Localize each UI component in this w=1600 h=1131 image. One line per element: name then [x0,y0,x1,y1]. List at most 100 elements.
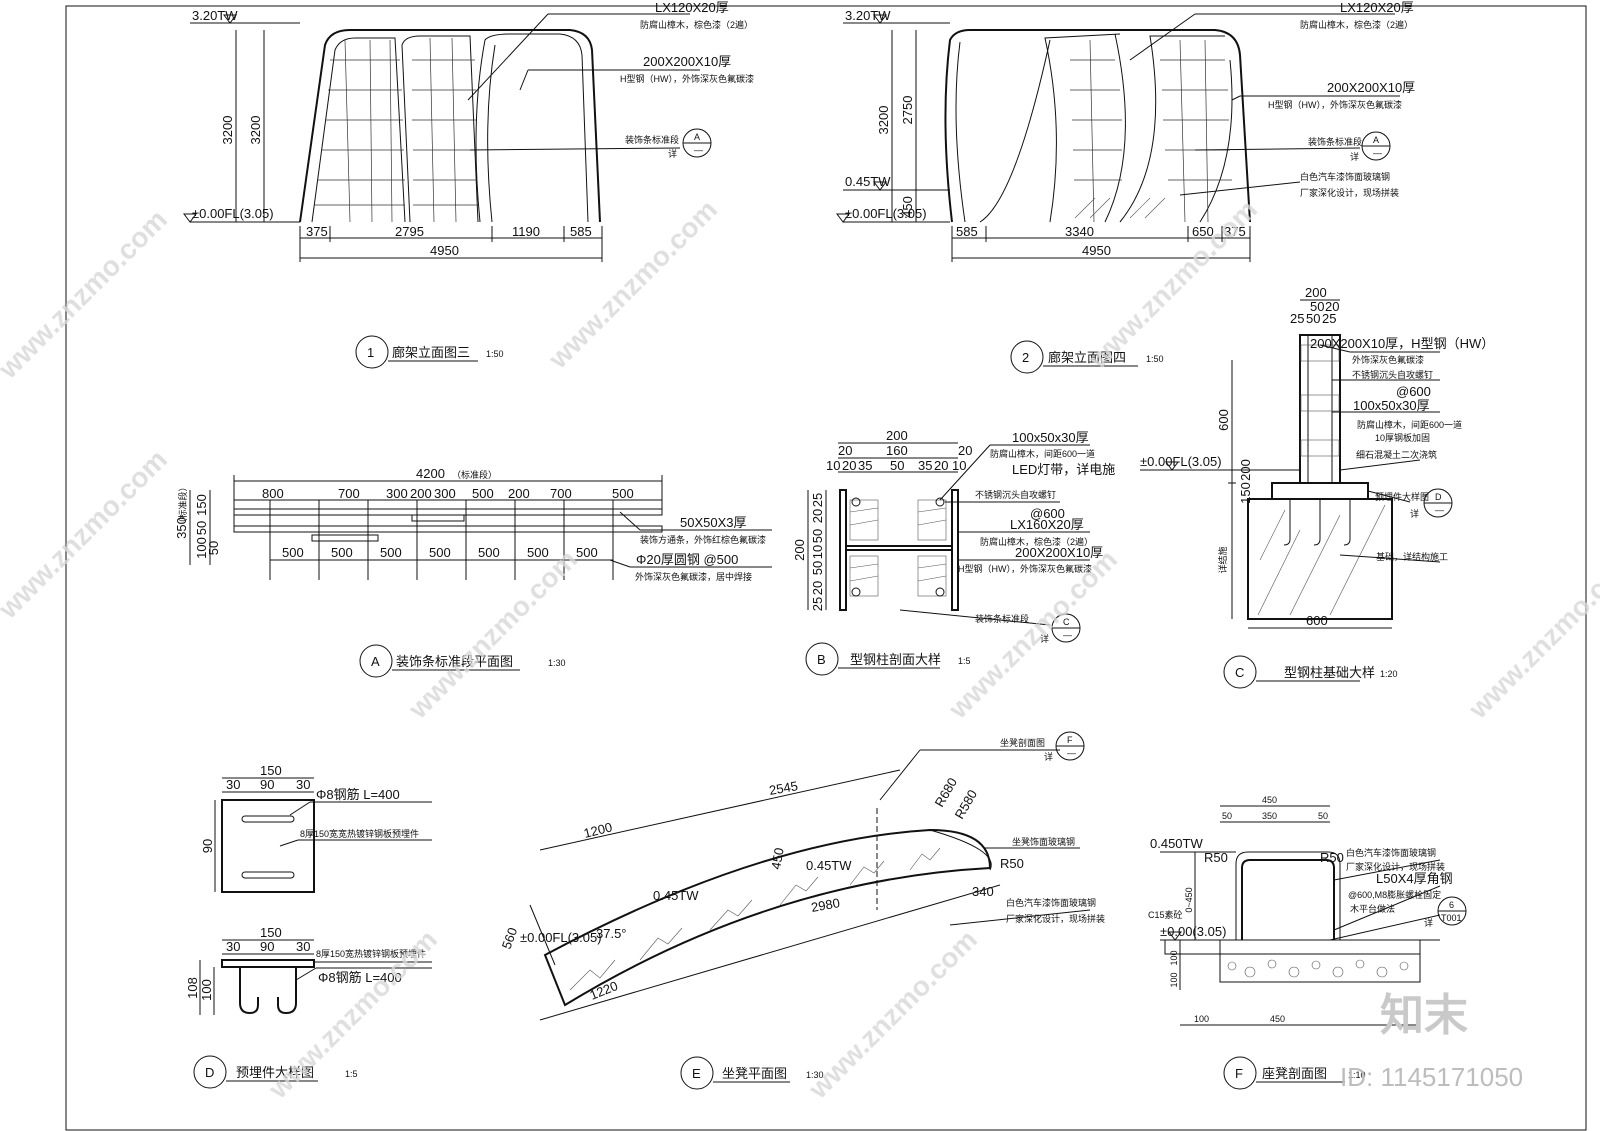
c-note-3b: 防腐山樟木，间距600一道 [1357,419,1462,430]
v2-elev-base: ±0.00FL(3.05) [845,206,927,221]
v2-title: 廊架立面图四 [1048,350,1126,365]
watermark-7: www.znzmo.com [1462,544,1600,725]
b-note-5: 装饰条标准段 [975,613,1029,624]
d-note-4: Φ8钢筋 L=400 [318,970,402,985]
e-dim-w: 560 [499,926,521,952]
c-scale: 1:20 [1380,669,1398,679]
v2-tag-sub: — [1373,148,1382,158]
d-side: 90 [200,839,215,853]
b-side-4: 50 [810,561,825,575]
watermark-5: www.znzmo.com [402,544,583,725]
f-sideb-1: 100 [1169,972,1179,987]
brand-logo-text: 知末 [1380,991,1468,1040]
b-side-total: 200 [792,539,807,561]
a-top-8: 500 [612,486,634,501]
v1-title: 廊架立面图三 [392,345,470,360]
e-dim-a: 1200 [582,819,614,841]
c-top-4: 25 [1322,311,1336,326]
v1-dim-total: 4950 [430,243,459,258]
a-number: A [371,654,380,669]
c-top-2: 25 [1290,311,1304,326]
b-side-1: 20 [810,509,825,523]
c-tag: D [1435,492,1442,502]
v2-dim-h1: 3200 [876,106,891,135]
c-note-4: 细石混凝土二次浇筑 [1356,449,1437,460]
d-top-2: 30 [296,777,310,792]
v1-note-1b: 防腐山樟木，棕色漆（2遍） [640,19,753,30]
a-bot-2: 500 [380,545,402,560]
view-E-bench-plan: 2545 1200 2980 1220 560 450 R680 R580 R5… [499,731,1105,1090]
watermark-1: www.znzmo.com [0,204,173,385]
v2-scale: 1:50 [1146,354,1164,364]
v2-note-2: 200X200X10厚 [1327,80,1415,95]
b-top-side-0: 20 [838,443,852,458]
c-tag-sub: — [1435,505,1444,515]
d-top-0: 30 [226,777,240,792]
c-top-0: 50 [1310,299,1324,314]
v1-tag-sub: — [694,145,703,155]
c-top-3: 50 [1306,311,1320,326]
b-top-4: 35 [918,458,932,473]
c-side-0: 600 [1216,409,1231,431]
e-note-3: 白色汽车漆饰面玻璃钢 [1006,897,1096,908]
b-note-2: 不锈钢沉头自攻螺钉 [975,489,1056,500]
watermark-2: www.znzmo.com [542,194,723,375]
b-top-2: 35 [858,458,872,473]
c-note-2: 不锈钢沉头自攻螺钉 [1352,369,1433,380]
c-number: C [1235,665,1244,680]
v1-note-1: LX120X20厚 [655,0,729,15]
d-note-3: 8厚150宽热镀锌钢板预埋件 [316,948,426,959]
b-note-4: 200X200X10厚 [1015,545,1103,560]
a-bot-1: 500 [331,545,353,560]
v2-note-4b: 厂家深化设计，现场拼装 [1300,187,1399,198]
view-A-plan: 4200 （标准段） 800 700 300 200 300 500 200 7… [174,466,772,678]
v1-elev-top: 3.20TW [192,8,238,23]
e-elev-1: 0.45TW [653,888,699,903]
b-top-5: 20 [934,458,948,473]
d-top-total: 150 [260,763,282,778]
v2-ref: 详 [1350,151,1359,162]
v2-elev-mid: 0.45TW [845,174,891,189]
d-top2-2: 30 [296,939,310,954]
v1-elev-base: ±0.00FL(3.05) [192,206,274,221]
e-tag: F [1067,735,1073,745]
f-elev-top: 0.450TW [1150,836,1203,851]
b-note-4b: H型钢（HW），外饰深灰色氟碳漆 [958,563,1092,574]
f-bot-1: 450 [1270,1014,1285,1024]
f-c15: C15素砼 [1148,909,1183,920]
a-note-1: 50X50X3厚 [680,515,747,530]
f-top-side-0: 50 [1222,811,1232,821]
view-D-embed: 150 30 90 30 90 Φ8钢筋 L=400 8厚150宽宽热镀锌钢板预… [185,763,432,1089]
e-scale: 1:30 [806,1070,824,1080]
f-note-2b: @600,M8膨胀螺栓固定 [1348,889,1441,900]
view-F-bench-section: 450 350 50 50 0.450TW R50 R50 0~450 ±0.0… [1148,795,1467,1090]
d-title: 预埋件大样图 [236,1065,314,1080]
watermark-9: www.znzmo.com [802,924,983,1105]
b-note-1b: 防腐山樟木，间距600一道 [990,448,1095,459]
v2-tag: A [1373,135,1379,145]
d-side2-0: 108 [185,977,200,999]
f-note-3: 木平台做法 [1350,903,1395,914]
f-note-1: 白色汽车漆饰面玻璃钢 [1346,847,1436,858]
a-top-4: 300 [434,486,456,501]
a-total: 4200 [416,466,445,481]
d-note-2: 8厚150宽宽热镀锌钢板预埋件 [300,828,419,839]
a-top-0: 800 [262,486,284,501]
v2-note-1: LX120X20厚 [1340,0,1414,15]
v2-note-2b: H型钢（HW），外饰深灰色氟碳漆 [1268,99,1402,110]
e-dim-r580: R580 [952,787,981,821]
b-top-1: 20 [842,458,856,473]
a-side-3: 50 [206,541,221,555]
a-top-5: 500 [472,486,494,501]
c-note-2b: @600 [1396,384,1431,399]
b-top-side-1: 20 [958,443,972,458]
v2-dim-0: 585 [956,224,978,239]
view-B-section: 200 160 20 20 10 20 35 50 35 20 10 200 2… [792,428,1115,676]
f-bot-0: 100 [1194,1014,1209,1024]
a-note-2: Φ20厚圆钢 @500 [636,552,738,567]
c-note-6: 基础，详结构施工 [1376,551,1448,562]
b-note-3b: 防腐山樟木，棕色漆（2遍） [980,536,1093,547]
a-top-2: 300 [386,486,408,501]
c-note-5: 预埋件大样图 [1375,491,1429,502]
v2-note-1b: 防腐山樟木，棕色漆（2遍） [1300,19,1413,30]
